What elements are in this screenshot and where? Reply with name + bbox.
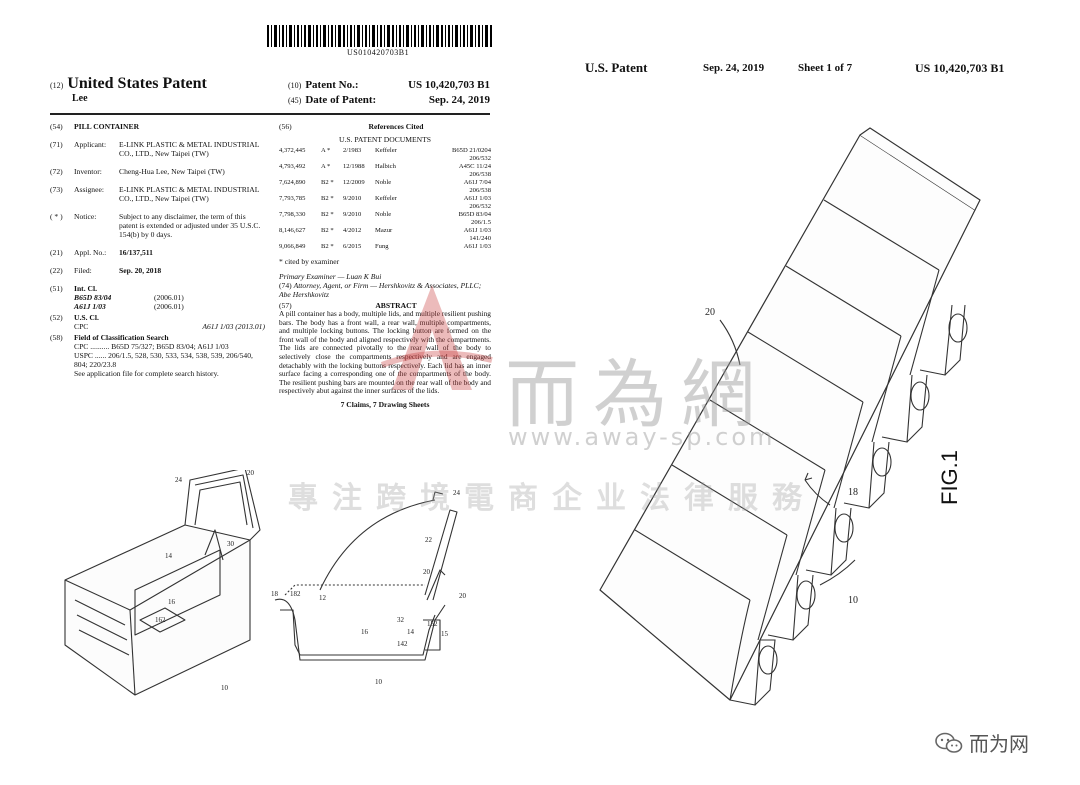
refnum: 22 xyxy=(425,536,433,544)
field-notice: ( * ) Notice: Subject to any disclaimer,… xyxy=(50,212,261,239)
field-search: (58) Field of Classification Search CPC … xyxy=(50,333,253,378)
refnum: 12 xyxy=(319,594,327,602)
code-12: (12) xyxy=(50,81,64,90)
refnum: 18 xyxy=(271,590,279,598)
patent-number-block: (10)Patent No.: US 10,420,703 B1 (45)Dat… xyxy=(288,79,490,106)
refnum: 14 xyxy=(165,552,173,560)
wechat-brand: 而为网 xyxy=(935,728,1029,757)
abstract-title: ABSTRACT xyxy=(375,301,417,310)
refnum: 20 xyxy=(705,307,715,318)
refnum: 15 xyxy=(441,630,449,638)
refnum: 14 xyxy=(407,628,415,636)
refnum: 24 xyxy=(453,489,461,497)
barcode-image xyxy=(267,25,492,47)
header-divider xyxy=(50,113,490,115)
refnum: 10 xyxy=(221,684,229,692)
patent-date: Sep. 24, 2019 xyxy=(428,94,490,106)
sheet-date: Sep. 24, 2019 xyxy=(703,62,765,74)
patent-front-page: US010420703B1 (12) United States Patent … xyxy=(50,20,495,460)
bibliographic-column: (54) PILL CONTAINER (71) Applicant: E-LI… xyxy=(50,122,265,387)
patent-title-block: (12) United States Patent Lee xyxy=(50,75,207,104)
wechat-brand-name: 而为网 xyxy=(969,732,1029,756)
primary-examiner: Primary Examiner — Luan K Bui xyxy=(279,272,382,281)
fig1-drawing: 20 18 10 xyxy=(599,127,981,706)
field-title: (54) PILL CONTAINER xyxy=(50,122,140,131)
field-appl-no: (21) Appl. No.: 16/137,511 xyxy=(50,248,153,257)
sheet-number: Sheet 1 of 7 xyxy=(798,62,853,74)
references-title: References Cited xyxy=(368,122,424,131)
refnum: 16 xyxy=(168,598,176,606)
inventor-short: Lee xyxy=(72,93,88,104)
barcode-number: US010420703B1 xyxy=(347,48,410,57)
refnum: 10 xyxy=(375,678,383,686)
field-applicant: (71) Applicant: E-LINK PLASTIC & METAL I… xyxy=(50,140,260,158)
claims-count: 7 Claims, 7 Drawing Sheets xyxy=(340,399,430,409)
refnum: 142 xyxy=(397,640,408,648)
refnum: 18 xyxy=(848,487,858,498)
refnum: 20 xyxy=(459,592,467,600)
cited-note: * cited by examiner xyxy=(279,257,340,266)
refnum: 30 xyxy=(227,540,235,548)
abstract-text: A pill container has a body, multiple li… xyxy=(279,309,491,396)
fig-label: FIG.1 xyxy=(937,449,962,505)
refnum: 32 xyxy=(397,616,405,624)
refnum: 162 xyxy=(155,616,166,624)
refnum: 182 xyxy=(290,590,301,598)
field-assignee: (73) Assignee: E-LINK PLASTIC & METAL IN… xyxy=(50,185,260,203)
sheet-title: U.S. Patent xyxy=(585,60,648,75)
field-int-cl: (51) Int. Cl. B65D 83/04(2006.01) A61J 1… xyxy=(50,284,184,311)
field-filed: (22) Filed: Sep. 20, 2018 xyxy=(50,266,162,275)
patent-number: US 10,420,703 B1 xyxy=(408,79,490,91)
refnum: 152 xyxy=(427,620,438,628)
front-page-drawings: 20 24 14 30 16 162 10 24 22 20 18 182 12… xyxy=(64,470,467,696)
sheet-patent-number: US 10,420,703 B1 xyxy=(915,61,1005,75)
refnum: 20 xyxy=(423,568,431,576)
wechat-icon xyxy=(935,732,963,753)
attorney: (74) Attorney, Agent, or Firm — Hershkov… xyxy=(279,281,482,299)
refnum: 16 xyxy=(361,628,369,636)
refnum: 10 xyxy=(848,595,858,606)
document-type: United States Patent xyxy=(67,75,207,92)
refnum: 20 xyxy=(247,470,255,477)
references-column: (56) References Cited U.S. PATENT DOCUME… xyxy=(279,122,491,409)
refnum: 24 xyxy=(175,476,183,484)
field-inventor: (72) Inventor: Cheng-Hua Lee, New Taipei… xyxy=(50,167,225,176)
